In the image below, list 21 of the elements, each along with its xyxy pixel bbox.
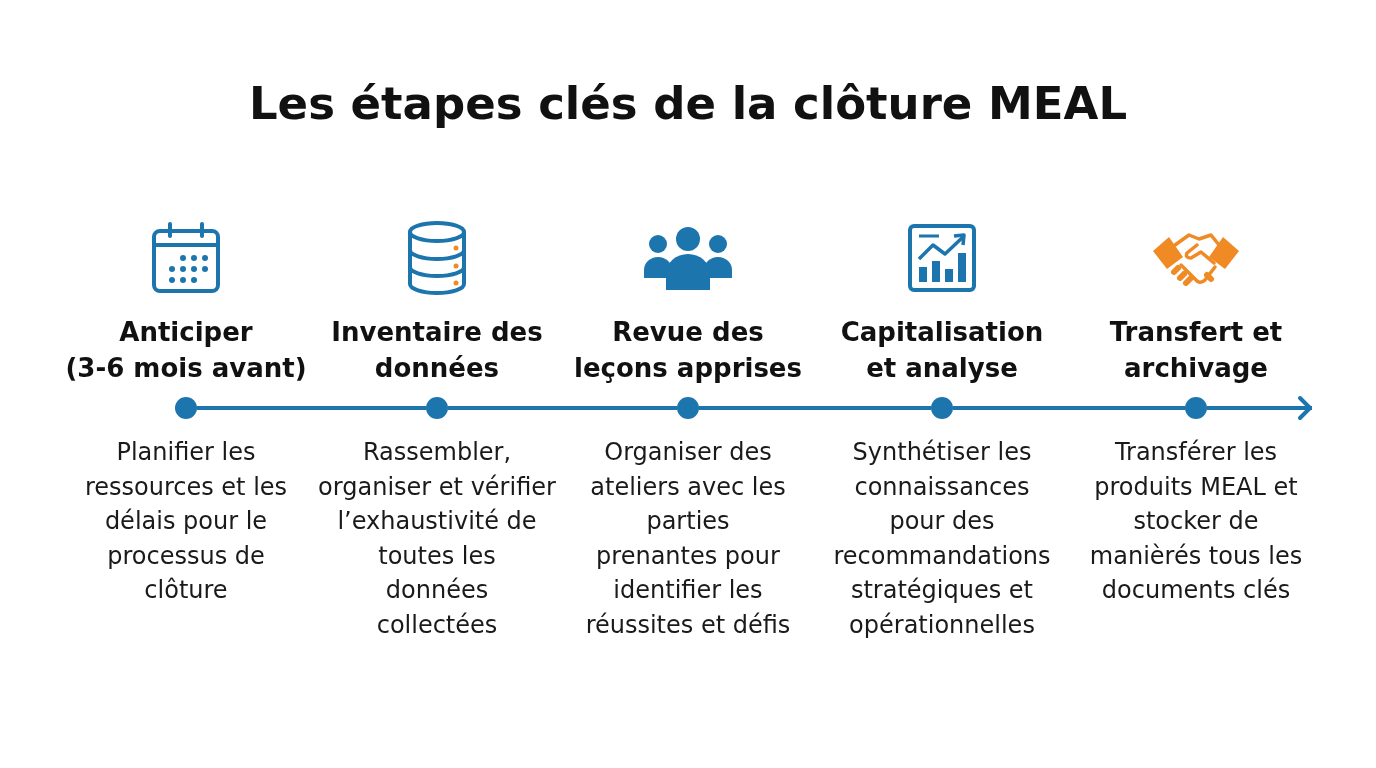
timeline-line	[197, 406, 426, 410]
timeline-line	[448, 406, 677, 410]
timeline-line	[953, 406, 1185, 410]
step-description: Transférer les produits MEAL et stocker de manièrés tous les documents clés	[1089, 437, 1303, 606]
step-description: Planifier les ressources et les délais pour le processus de clôture	[84, 437, 288, 606]
step-heading: Transfert et archivage	[1109, 316, 1283, 385]
step-heading: Revue des leçons apprises	[574, 316, 802, 385]
step-description: Synthétiser les connaissances pour des recommandations stratégiques et opérationnelles	[833, 437, 1051, 641]
timeline-line	[699, 406, 931, 410]
timeline-dot	[426, 397, 448, 419]
timeline-dot	[677, 397, 699, 419]
timeline-arrow	[1207, 396, 1312, 420]
step-heading: Inventaire des données	[331, 316, 543, 385]
timeline-dot	[931, 397, 953, 419]
title: Les étapes clés de la clôture MEAL	[248, 76, 1128, 132]
step-heading: Anticiper (3-6 mois avant)	[65, 316, 307, 385]
step-description: Organiser des ateliers avec les parties prenantes pour identifier les réussites et défis	[585, 437, 791, 641]
step-heading: Capitalisation et analyse	[840, 316, 1044, 385]
timeline-dot	[1185, 397, 1207, 419]
step-description: Rassembler, organiser et vérifier l’exhaustivité de toutes les données collectées	[318, 437, 556, 641]
timeline-dot	[175, 397, 197, 419]
